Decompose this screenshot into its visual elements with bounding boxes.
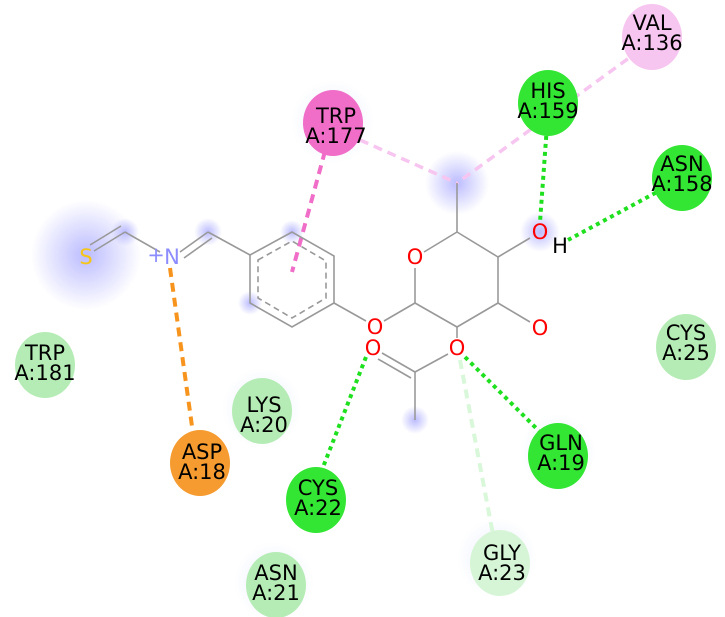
atom-oxygen-hydroxyl: O [532, 220, 549, 244]
atom-oxygen-ring: O [407, 245, 424, 269]
atom-oxygen-c3: O [532, 316, 549, 340]
atom-sulfur: S [79, 245, 92, 269]
svg-text:A:158: A:158 [651, 172, 712, 196]
svg-text:A:177: A:177 [305, 124, 366, 148]
svg-text:CYS: CYS [298, 476, 338, 500]
svg-text:GLY: GLY [483, 541, 521, 565]
svg-text:VAL: VAL [632, 11, 671, 35]
atom-labels: S + N O O O H O O O [79, 220, 568, 360]
svg-text:TRP: TRP [315, 104, 356, 128]
residue-asn158[interactable]: ASN A:158 [651, 145, 713, 211]
svg-text:A:22: A:22 [294, 496, 342, 520]
residue-asn21[interactable]: ASN A:21 [246, 552, 306, 617]
hbond-line-asn158 [567, 183, 671, 242]
svg-text:A:136: A:136 [621, 31, 682, 55]
residues: VAL A:136 HIS A:159 TRP A:177 ASN A:158 … [14, 4, 716, 617]
svg-text:HIS: HIS [530, 79, 565, 103]
atom-nitrogen: N [164, 245, 180, 269]
svg-text:A:19: A:19 [537, 451, 585, 475]
alkyl-line-trp177 [359, 138, 458, 185]
svg-text:ASP: ASP [182, 440, 222, 464]
residue-his159[interactable]: HIS A:159 [517, 70, 579, 136]
residue-lys20[interactable]: LYS A:20 [232, 378, 292, 444]
svg-text:GLN: GLN [539, 431, 583, 455]
svg-text:A:18: A:18 [178, 460, 226, 484]
svg-text:A:23: A:23 [478, 561, 526, 585]
svg-text:A:25: A:25 [662, 341, 710, 365]
svg-text:ASN: ASN [254, 561, 297, 585]
pi-pi-line-trp177 [290, 121, 335, 273]
charge-line-asp18 [168, 267, 198, 456]
residue-cys25[interactable]: CYS A:25 [656, 314, 716, 380]
svg-text:ASN: ASN [660, 152, 703, 176]
residue-trp181[interactable]: TRP A:181 [14, 332, 76, 398]
residue-gly23[interactable]: GLY A:23 [470, 530, 530, 596]
svg-text:TRP: TRP [24, 341, 65, 365]
residue-trp177[interactable]: TRP A:177 [303, 90, 367, 156]
svg-text:LYS: LYS [246, 393, 281, 417]
residue-asp18[interactable]: ASP A:18 [170, 430, 230, 496]
svg-text:A:181: A:181 [14, 361, 75, 385]
atom-hydrogen: H [552, 234, 568, 258]
residue-cys22[interactable]: CYS A:22 [286, 467, 346, 533]
svg-text:A:159: A:159 [517, 99, 578, 123]
residue-gln19[interactable]: GLN A:19 [528, 423, 588, 489]
atom-oxygen-ester: O [449, 336, 466, 360]
atom-oxygen-carbonyl: O [365, 336, 382, 360]
residue-val136[interactable]: VAL A:136 [621, 4, 683, 70]
hbond-line-cys22 [316, 356, 368, 481]
svg-text:A:21: A:21 [252, 581, 300, 605]
halo-hydroxyl [520, 212, 560, 252]
carbon-hbond-line-gly23 [458, 359, 497, 546]
ligand-bonds [89, 183, 531, 420]
svg-text:A:20: A:20 [240, 413, 288, 437]
atom-charge: + [147, 243, 165, 267]
atom-oxygen-ether: O [367, 315, 384, 339]
svg-text:CYS: CYS [666, 321, 706, 345]
